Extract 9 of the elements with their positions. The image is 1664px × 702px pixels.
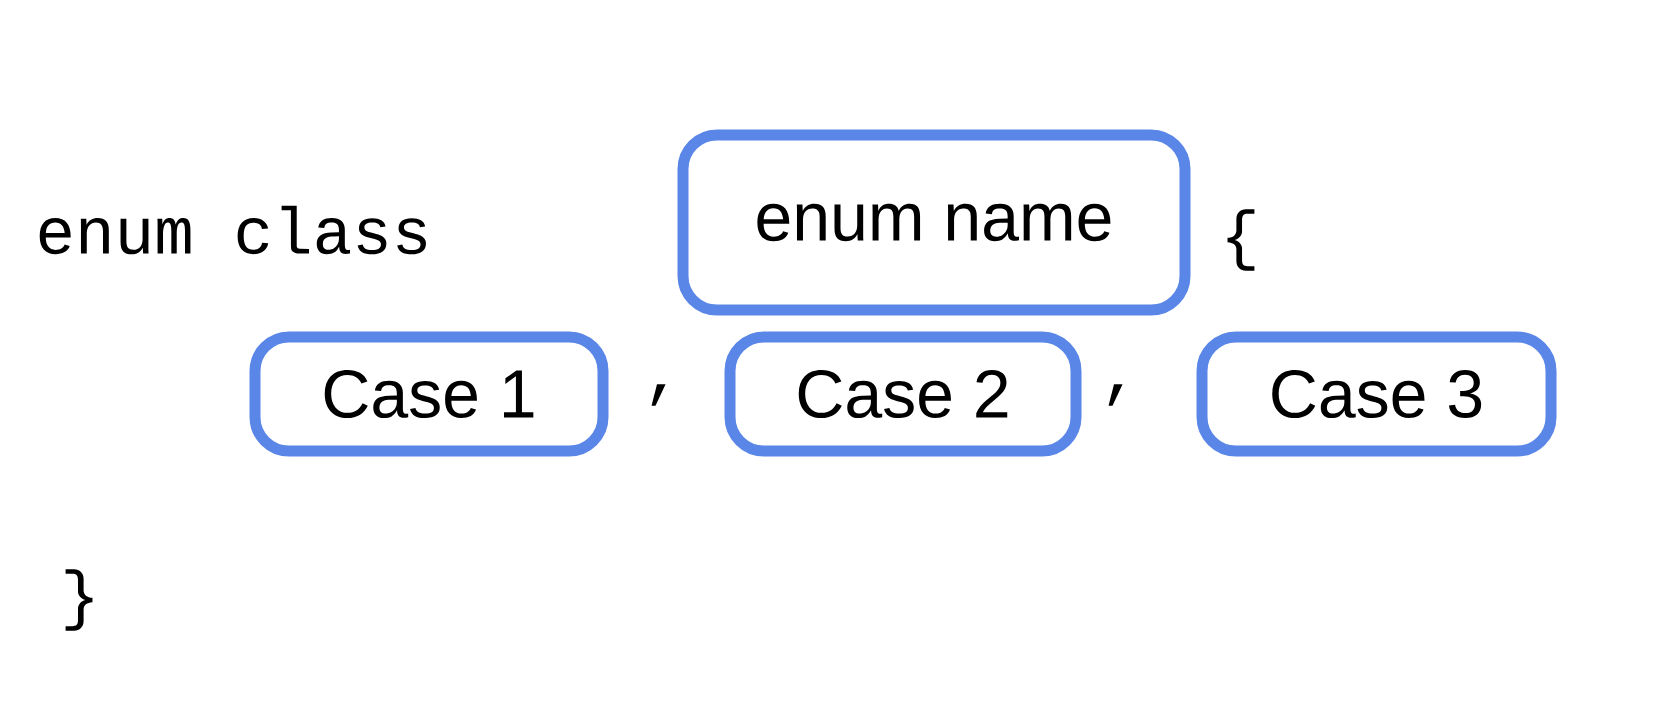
text-box: Case 3 <box>1196 331 1557 457</box>
text-box: Case 1 <box>249 331 609 457</box>
code-text: { <box>1227 209 1255 271</box>
code-text: } <box>65 569 93 631</box>
code-text: , <box>651 384 666 406</box>
text-box: Case 2 <box>724 331 1082 457</box>
code-text: enum class <box>39 205 426 255</box>
text-box: enum name <box>677 129 1191 316</box>
code-text: , <box>1108 384 1123 406</box>
